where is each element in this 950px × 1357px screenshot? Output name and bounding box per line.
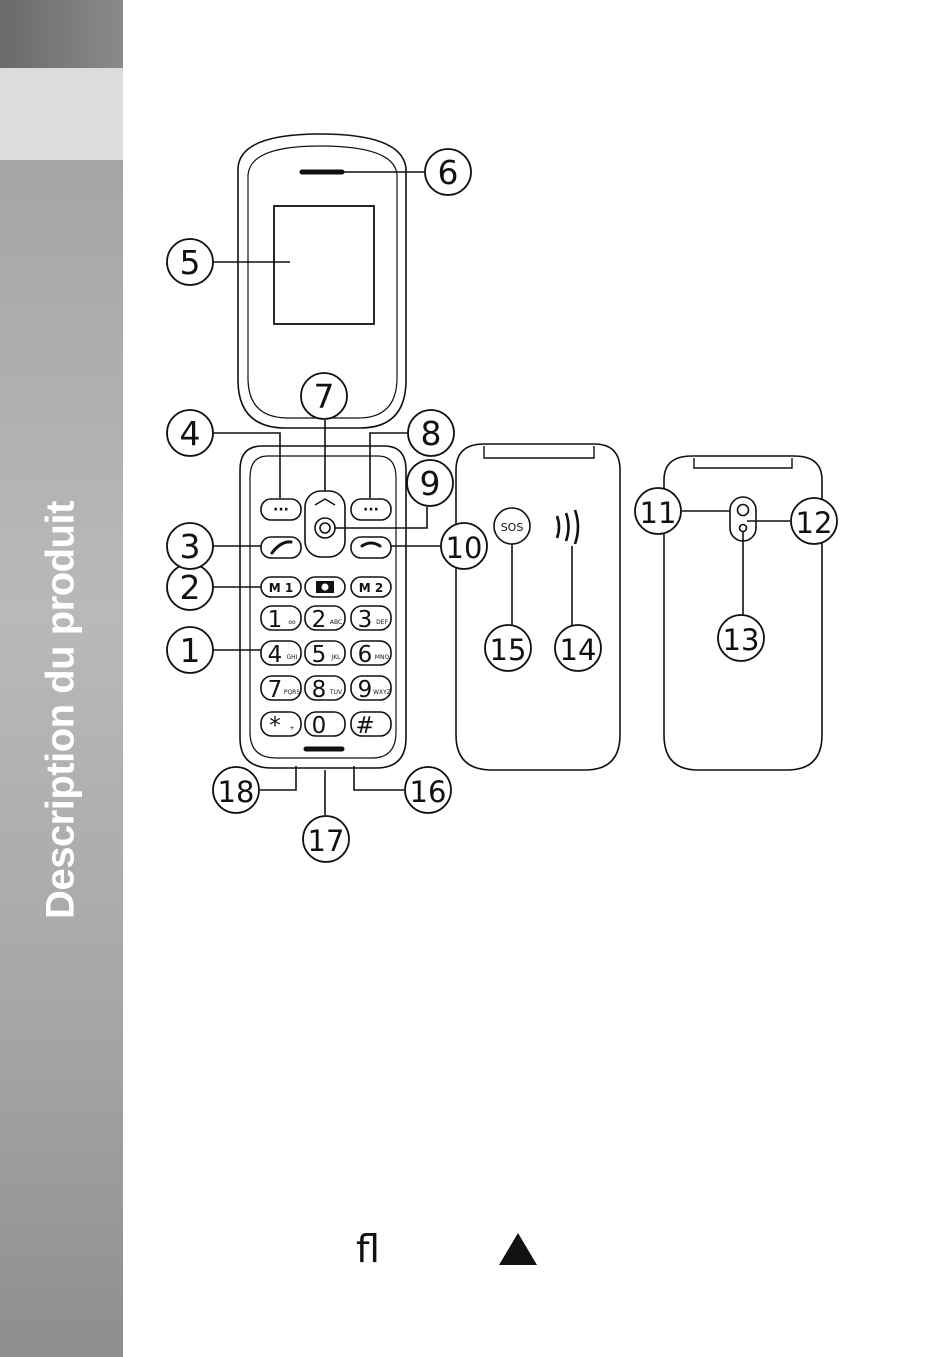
callout-number-10: 10 [446,531,483,565]
ok-key [315,518,335,538]
callout-number-17: 17 [308,824,345,858]
digit-key-label: 7 [268,677,283,703]
digit-key-letters: DEF [376,619,388,626]
digit-key-label: * [269,713,281,739]
digit-key-label: 3 [358,607,373,633]
nav-key [305,491,345,557]
callout-circles [167,149,837,862]
callout-number-13: 13 [723,623,760,657]
soft-key-right-label: ··· [363,502,379,518]
callout-number-16: 16 [410,775,447,809]
callout-number-3: 3 [180,527,201,566]
callout-number-15: 15 [490,633,527,667]
digit-key-label: 4 [268,642,283,668]
callout-number-14: 14 [560,633,597,667]
callout-number-6: 6 [438,153,459,192]
flash-led [740,525,747,532]
sos-label: SOS [501,521,524,534]
digit-key-letters: TUV [329,689,343,696]
digit-key-label: # [355,713,374,739]
digit-key-label: 1 [268,607,283,633]
callout-number-8: 8 [421,414,442,453]
callout-number-7: 7 [314,377,335,416]
digit-key-label: 2 [312,607,327,633]
digit-key-letters: oo [288,619,296,626]
page-up-triangle-icon [499,1233,537,1265]
callout-number-12: 12 [796,506,833,540]
memory-key-2-label: M 2 [359,581,383,595]
memory-key-1-label: M 1 [269,581,293,595]
soft-key-left-label: ··· [273,502,289,518]
call-key [261,537,301,558]
digit-key-letters: MNO [375,654,390,661]
digit-key-label: 5 [312,642,327,668]
callout-number-11: 11 [640,496,677,530]
callout-number-18: 18 [218,775,255,809]
digit-key-letters: + [289,725,294,732]
digit-key-label: 9 [358,677,373,703]
screen [274,206,374,324]
digit-key-label: 0 [312,713,327,739]
digit-key-letters: ABC [330,619,342,626]
callout-number-2: 2 [180,568,201,607]
camera-lens [738,505,749,516]
digit-key-label: 8 [312,677,327,703]
callout-number-4: 4 [180,414,201,453]
callout-number-9: 9 [420,464,441,503]
digit-key-label: 6 [358,642,373,668]
digit-key-letters: PQRS [284,689,301,696]
digit-key-letters: GHI [287,654,298,661]
end-key [351,537,391,558]
footer-glyph: ﬂ [356,1227,380,1271]
digit-key-letters: WXYZ [373,689,391,696]
callout-number-1: 1 [180,631,201,670]
digit-key-letters: JKL [330,654,341,661]
callout-number-5: 5 [180,243,201,282]
phone-closed-front [456,444,620,770]
